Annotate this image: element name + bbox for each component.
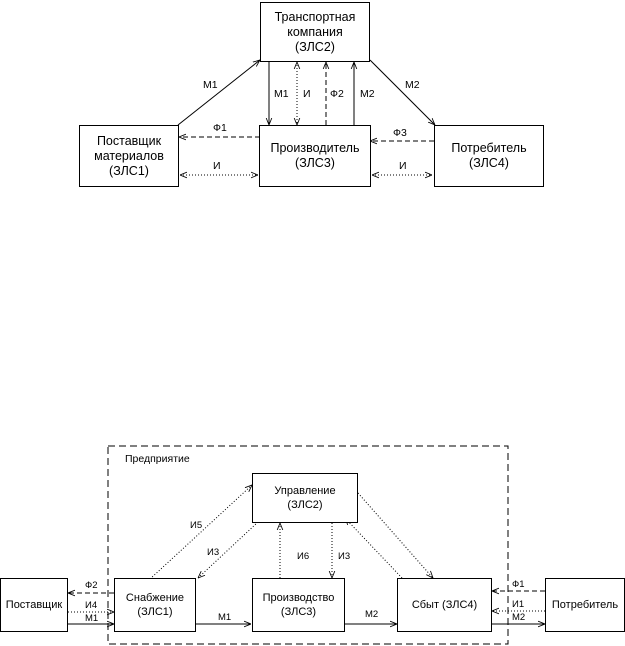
label-transport-consumer: М2 (405, 79, 420, 91)
label-supply-supplier-f2: Ф2 (85, 580, 98, 591)
node-consumer-line2: (ЗЛС4) (469, 156, 509, 170)
label-producer-transport-i: И (303, 88, 311, 100)
enterprise-title: Предприятие (125, 453, 190, 465)
label-producer-transport-m2: М2 (360, 88, 375, 100)
node-supplier-line1: Поставщик (96, 133, 162, 148)
label-sales-consumer-m2: М2 (512, 612, 526, 623)
node-supply: Снабжение (ЗЛС1) (114, 578, 196, 632)
node-materials-supplier: Поставщик материалов (ЗЛС1) (79, 125, 179, 187)
node-consumer2: Потребитель (545, 578, 625, 632)
label-management-supply-i3: И3 (207, 547, 220, 558)
label-supply-management-i5: И5 (190, 520, 203, 531)
edge-sales-management-i2 (345, 518, 403, 579)
label-production-sales-m2: М2 (365, 609, 379, 620)
node-management-line2: (ЗЛС2) (287, 499, 323, 511)
label-consumer-producer-f3: Ф3 (393, 127, 407, 139)
node-supplier-line3: (ЗЛС1) (109, 163, 149, 178)
label-producer-supplier-f1: Ф1 (213, 122, 227, 134)
label-supplier-producer-i: И (213, 160, 221, 172)
node-supply-line2: (ЗЛС1) (137, 606, 173, 618)
node-transport-line2: компания (287, 24, 343, 39)
label-producer-consumer-i: И (399, 160, 407, 172)
node-producer-line1: Производитель (270, 141, 360, 155)
node-sales: Сбыт (ЗЛС4) (397, 578, 492, 632)
node-supplier2-line1: Поставщик (5, 599, 63, 611)
enterprise-boundary (107, 445, 509, 645)
node-sales-line1: Сбыт (ЗЛС4) (411, 599, 478, 611)
node-production-line1: Производство (262, 592, 335, 604)
edge-transport-consumer (369, 59, 435, 125)
label-supplier-transport: М1 (203, 79, 218, 91)
node-transport-company: Транспортная компания (ЗЛС2) (260, 2, 370, 62)
label-supplier-supply-i4: И4 (85, 600, 98, 611)
label-supply-production-m1: М1 (218, 612, 232, 623)
label-supplier-supply-m1: М1 (85, 613, 99, 624)
label-producer-transport-f2: Ф2 (330, 88, 344, 100)
node-management: Управление (ЗЛС2) (252, 473, 358, 523)
label-transport-producer-m1: М1 (274, 88, 289, 100)
node-supply-line1: Снабжение (125, 592, 185, 604)
edge-supply-management-i5 (149, 485, 252, 580)
node-producer: Производитель (ЗЛС3) (259, 125, 371, 187)
label-consumer-sales-i1: И1 (512, 599, 525, 610)
edge-management-sales-i6 (357, 492, 433, 578)
node-transport-line3: (ЗЛС2) (295, 39, 335, 54)
node-consumer: Потребитель (ЗЛС4) (434, 125, 544, 187)
node-consumer2-line1: Потребитель (551, 599, 619, 611)
node-producer-line2: (ЗЛС3) (295, 156, 335, 170)
node-supplier-line2: материалов (94, 148, 164, 163)
node-supplier: Поставщик (0, 578, 68, 632)
label-production-management-i6: И6 (297, 551, 310, 562)
label-consumer-sales-f1: Ф1 (512, 579, 525, 590)
label-management-production-i3: И3 (338, 551, 351, 562)
node-consumer-line1: Потребитель (451, 141, 527, 155)
node-production-line2: (ЗЛС3) (280, 606, 317, 618)
node-transport-line1: Транспортная (274, 9, 356, 24)
node-production: Производство (ЗЛС3) (252, 578, 345, 632)
edge-supplier-transport (177, 60, 260, 126)
node-management-line1: Управление (274, 485, 336, 497)
